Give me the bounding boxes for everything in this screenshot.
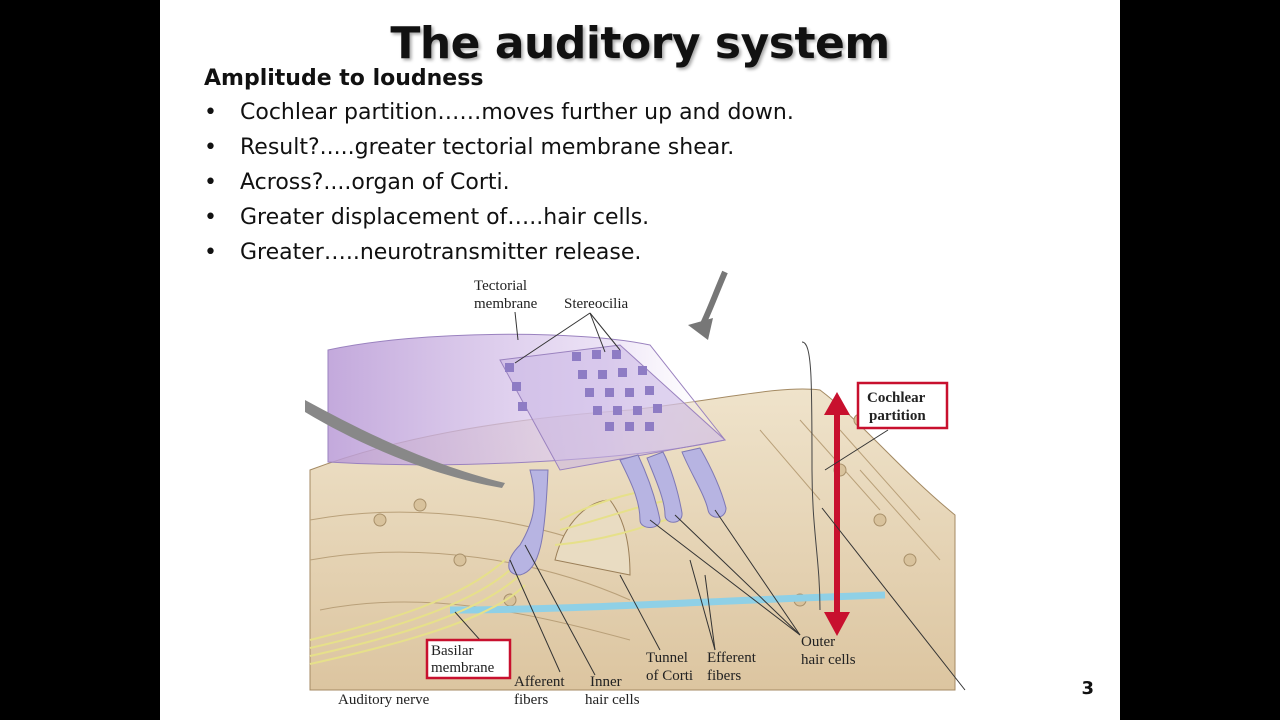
- label-tunnel: Tunnel: [646, 650, 688, 666]
- label-partition: partition: [869, 408, 926, 424]
- label-outer-hair-cells: hair cells: [801, 652, 856, 668]
- bullet-text: Across?....organ of Corti.: [240, 170, 510, 195]
- label-outer: Outer: [801, 634, 835, 650]
- leader-lines: [454, 311, 966, 691]
- label-membrane: membrane: [474, 296, 538, 312]
- label-tectorial: Tectorial: [474, 278, 527, 294]
- label-inner: Inner: [590, 674, 622, 690]
- bullet-glyph: •: [204, 100, 217, 125]
- bullet-text: Result?.....greater tectorial membrane s…: [240, 135, 735, 160]
- label-inner-hair-cells: hair cells: [585, 692, 640, 708]
- label-basilar: Basilar: [431, 643, 474, 659]
- label-afferent: Afferent: [514, 674, 565, 690]
- slide-subtitle: Amplitude to loudness: [204, 66, 484, 91]
- bullet-glyph: •: [204, 135, 217, 160]
- page-number: 3: [1081, 678, 1094, 699]
- displacement-arrow-bottom: [824, 612, 850, 636]
- cochlear-partition-bracket: [801, 341, 821, 611]
- label-afferent-fibers: fibers: [514, 692, 548, 708]
- basilar-membrane-box: [425, 638, 512, 680]
- bullet-item: • Greater…..neurotransmitter release.: [204, 240, 794, 275]
- cochlear-partition-box: [856, 381, 949, 430]
- grey-arrow-head: [688, 318, 713, 340]
- bullet-list: • Cochlear partition……moves further up an…: [204, 100, 794, 275]
- organ-of-corti-figure: Tectorial membrane Stereocilia Cochlear …: [305, 270, 966, 708]
- label-of-corti: of Corti: [646, 668, 693, 684]
- bullet-item: • Result?.....greater tectorial membrane …: [204, 135, 794, 170]
- auditory-nerve-fibers: [309, 489, 681, 665]
- displacement-arrow-top: [824, 392, 850, 415]
- label-efferent-fibers: fibers: [707, 668, 741, 684]
- pointer-strand: [305, 400, 505, 488]
- label-auditory-nerve: Auditory nerve: [338, 692, 430, 708]
- slide-title: The auditory system: [390, 18, 890, 69]
- hair-cells: [508, 447, 727, 576]
- label-basilar-membrane: membrane: [431, 660, 495, 676]
- slide: The auditory system Amplitude to loudnes…: [160, 0, 1120, 720]
- label-stereocilia: Stereocilia: [564, 296, 628, 312]
- bullet-glyph: •: [204, 240, 217, 265]
- bullet-text: Cochlear partition……moves further up and…: [240, 100, 794, 125]
- tectorial-membrane-top: [499, 344, 727, 471]
- bullet-item: • Across?....organ of Corti.: [204, 170, 794, 205]
- label-efferent: Efferent: [707, 650, 757, 666]
- bullet-glyph: •: [204, 205, 217, 230]
- bullet-item: • Cochlear partition……moves further up an…: [204, 100, 794, 135]
- bullet-glyph: •: [204, 170, 217, 195]
- bullet-text: Greater displacement of…..hair cells.: [240, 205, 650, 230]
- bullet-text: Greater…..neurotransmitter release.: [240, 240, 642, 265]
- stereocilia-dots: [505, 350, 662, 431]
- label-cochlear: Cochlear: [867, 390, 926, 406]
- bullet-item: • Greater displacement of…..hair cells.: [204, 205, 794, 240]
